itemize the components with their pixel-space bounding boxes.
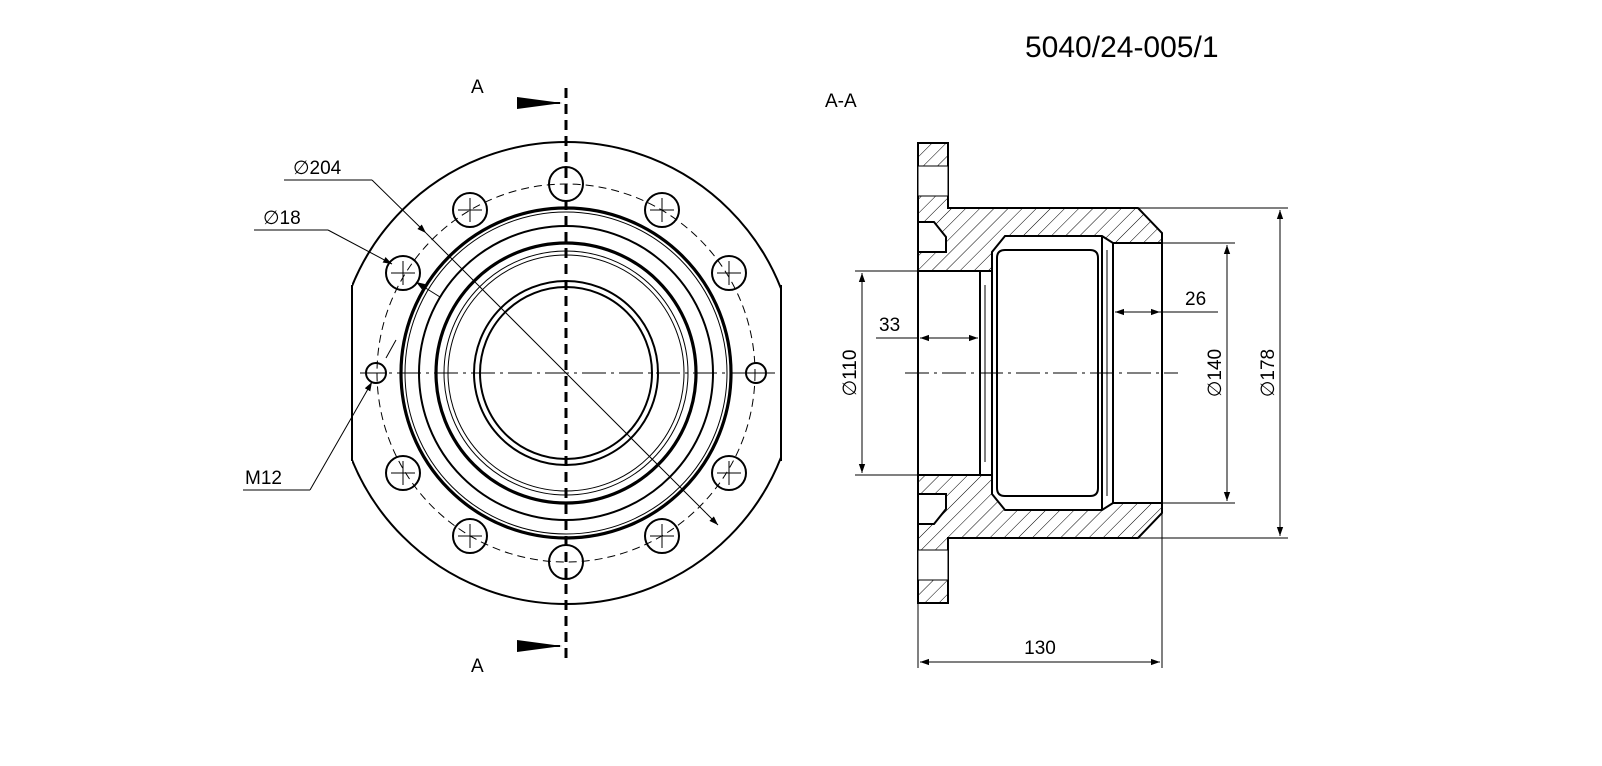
- dim-outer-diameter: ∅178: [1258, 349, 1279, 397]
- dim-bore-depth: 33: [879, 315, 900, 336]
- dim-hole-diameter: ∅18: [263, 208, 301, 229]
- dim-pitch-diameter-leader: [284, 179, 719, 526]
- front-view: A A ∅204 ∅18 M12: [243, 77, 782, 677]
- dim-recess-depth: 26: [1185, 289, 1206, 310]
- dim-thread: M12: [245, 468, 282, 489]
- dim-length: 130: [1024, 638, 1056, 659]
- dim-hole-diameter-leader: [254, 229, 441, 298]
- dim-pitch-diameter: ∅204: [293, 158, 342, 179]
- section-title: A-A: [825, 91, 857, 112]
- section-view: ∅110 33 26 ∅140 ∅178 130: [840, 142, 1288, 668]
- drawing-number: 5040/24-005/1: [1025, 31, 1219, 64]
- section-marker-bottom: A: [471, 656, 484, 677]
- section-marker-top: A: [471, 77, 484, 98]
- dim-recess-diameter: ∅140: [1205, 349, 1226, 397]
- dim-thread-leader: [243, 339, 397, 491]
- dim-bore-diameter: ∅110: [840, 350, 861, 397]
